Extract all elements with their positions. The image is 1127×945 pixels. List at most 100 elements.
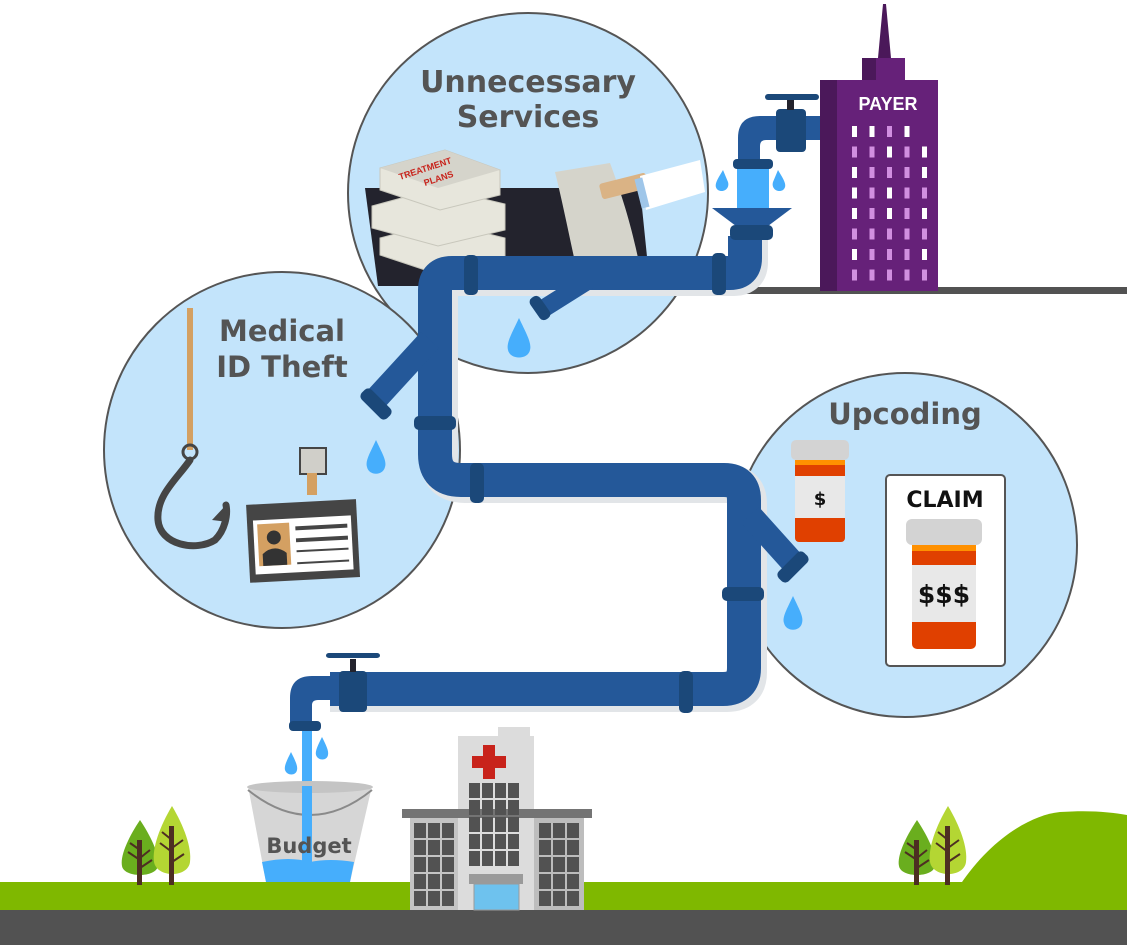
hospital-window <box>482 817 493 832</box>
hospital-window <box>414 823 426 838</box>
water-drop-icon <box>715 170 729 192</box>
payer-window <box>852 228 857 240</box>
unnecessary-services-title-line1: Unnecessary <box>420 65 636 100</box>
hospital-window <box>482 834 493 849</box>
hospital-window <box>414 874 426 889</box>
payer-window <box>852 208 857 219</box>
payer-window <box>922 146 927 158</box>
water-drop-icon <box>783 596 803 630</box>
upcoding-group: Upcoding $ CLAIM $$$ <box>791 397 1006 667</box>
hospital-door <box>473 883 520 911</box>
medical-id-theft-title-line1: Medical <box>219 314 345 348</box>
small-bottle-label: $ <box>814 489 827 510</box>
water-drop-icon <box>772 170 786 192</box>
pipe-joint <box>360 388 392 420</box>
pipe-joint <box>464 255 478 295</box>
payer-window <box>887 208 892 219</box>
hospital-window <box>495 851 506 866</box>
medical-id-theft-title-line2: ID Theft <box>216 350 348 384</box>
leak-branch-pipe-unnecessary <box>533 265 605 320</box>
payer-window <box>904 126 910 137</box>
water-drop-icon <box>366 440 386 474</box>
hospital-window <box>495 800 506 815</box>
payer-window <box>869 146 875 158</box>
hospital-window <box>414 840 426 855</box>
payer-window <box>922 269 927 281</box>
treatment-plans-stack-icon: TREATMENT PLANS <box>371 149 506 276</box>
hospital-window <box>567 891 579 906</box>
water-drop-icon <box>507 318 531 358</box>
hospital-window <box>442 840 454 855</box>
payer-window <box>887 126 892 137</box>
payer-building-icon: PAYER <box>820 4 938 291</box>
hospital-window <box>567 840 579 855</box>
payer-window <box>852 126 857 137</box>
hospital-window <box>508 834 519 849</box>
tree-icon <box>121 820 159 885</box>
hospital-window <box>482 800 493 815</box>
leak-branch-pipe-medical <box>366 331 439 409</box>
budget-bucket-icon: Budget <box>247 781 373 882</box>
payer-window <box>887 269 892 281</box>
hospital-window <box>442 823 454 838</box>
payer-window <box>887 167 892 178</box>
payer-window <box>852 249 857 260</box>
payer-window <box>904 228 910 240</box>
hospital-window <box>469 783 480 798</box>
payer-window <box>887 146 892 158</box>
hospital-window <box>414 857 426 872</box>
claim-card: CLAIM $$$ <box>885 474 1006 667</box>
hospital-window <box>508 851 519 866</box>
fish-hook-icon <box>154 308 231 550</box>
hospital-window <box>495 834 506 849</box>
road <box>0 910 1127 945</box>
hospital-window <box>469 834 480 849</box>
hospital-window <box>508 783 519 798</box>
hospital-window <box>414 891 426 906</box>
pipe-system <box>289 94 820 881</box>
hospital-window <box>539 874 551 889</box>
pipe-joint <box>777 551 809 583</box>
payer-window <box>869 126 875 137</box>
hospital-building-icon <box>402 727 592 911</box>
leak-branch-pipe-upcoding <box>741 506 804 574</box>
payer-window <box>869 208 875 219</box>
budget-label: Budget <box>266 834 351 858</box>
payer-window <box>904 167 910 178</box>
hospital-window <box>482 851 493 866</box>
hospital-window <box>482 783 493 798</box>
payer-windows <box>852 126 927 281</box>
pill-bottle-small-icon: $ <box>791 440 849 542</box>
document-handoff-icon <box>555 160 705 262</box>
payer-label: PAYER <box>858 94 917 114</box>
payer-window <box>887 249 892 260</box>
hospital-window <box>428 857 440 872</box>
hospital-window <box>539 840 551 855</box>
hospital-window <box>508 817 519 832</box>
main-pipe <box>330 236 762 706</box>
hospital-window <box>428 874 440 889</box>
claim-bottle-label: $$$ <box>918 580 970 609</box>
tree-icon <box>898 820 936 885</box>
payer-window <box>904 269 910 281</box>
payer-window <box>904 208 910 219</box>
hospital-window <box>553 840 565 855</box>
hospital-window <box>469 800 480 815</box>
hospital-window <box>469 817 480 832</box>
payer-window <box>922 249 927 260</box>
bucket-water <box>262 859 354 882</box>
payer-window <box>869 187 875 199</box>
payer-window <box>922 228 927 240</box>
hospital-window <box>508 800 519 815</box>
claim-title: CLAIM <box>906 488 983 513</box>
payer-window <box>922 208 927 219</box>
water-drop-icon <box>284 752 298 775</box>
hospital-window <box>428 891 440 906</box>
id-badge-icon <box>246 447 361 583</box>
payer-faucet-icon <box>712 94 820 240</box>
payer-window <box>869 228 875 240</box>
pipe-joint <box>712 253 726 295</box>
water-drops <box>284 170 803 775</box>
hospital-windows <box>414 783 579 906</box>
